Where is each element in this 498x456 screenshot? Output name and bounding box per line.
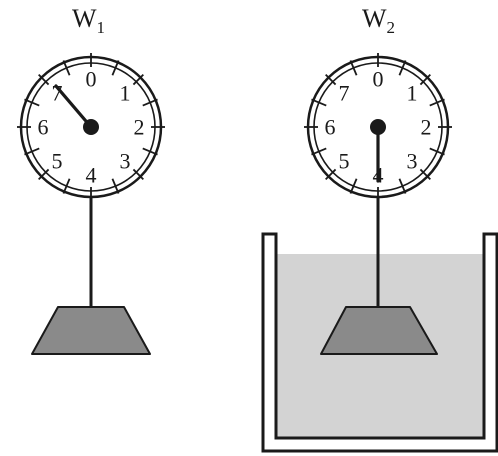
dial-number: 1 bbox=[119, 81, 130, 106]
dial-tick bbox=[111, 178, 120, 194]
needle-pivot bbox=[370, 119, 386, 135]
scale-label-w2: W2 bbox=[362, 4, 395, 37]
hanging-weight bbox=[31, 306, 151, 355]
dial-major-tick bbox=[419, 74, 431, 86]
dial-tick bbox=[398, 178, 407, 194]
dial-number: 0 bbox=[86, 67, 97, 92]
dial-number: 3 bbox=[406, 148, 417, 173]
dial-number: 3 bbox=[119, 148, 130, 173]
dial-number: 6 bbox=[325, 115, 336, 140]
dial-tick bbox=[349, 60, 358, 76]
dial-number: 0 bbox=[373, 67, 384, 92]
dial-number: 5 bbox=[52, 148, 63, 173]
dial-tick bbox=[62, 60, 71, 76]
dial-major-tick bbox=[38, 74, 50, 86]
dial-number: 4 bbox=[86, 163, 97, 188]
dial-tick bbox=[62, 178, 71, 194]
dial-number: 7 bbox=[52, 81, 63, 106]
dial-tick bbox=[429, 147, 445, 156]
dial-number: 5 bbox=[339, 148, 350, 173]
scale-label-w1: W1 bbox=[72, 4, 105, 37]
dial-major-tick bbox=[38, 168, 50, 180]
dial-tick bbox=[349, 178, 358, 194]
container-walls bbox=[261, 232, 498, 453]
dial-major-tick bbox=[132, 74, 144, 86]
dial-tick bbox=[142, 98, 158, 107]
dial-major-tick bbox=[325, 168, 337, 180]
dial-number: 7 bbox=[339, 81, 350, 106]
dial-tick bbox=[24, 147, 40, 156]
dial-number: 2 bbox=[421, 115, 432, 140]
dial-tick bbox=[111, 60, 120, 76]
dial-major-tick bbox=[325, 74, 337, 86]
dial-major-tick bbox=[419, 168, 431, 180]
needle-pivot bbox=[83, 119, 99, 135]
dial-tick bbox=[24, 98, 40, 107]
dial-tick bbox=[142, 147, 158, 156]
dial-tick bbox=[429, 98, 445, 107]
submerged-weight bbox=[320, 306, 438, 355]
dial-major-tick bbox=[132, 168, 144, 180]
dial-number: 1 bbox=[406, 81, 417, 106]
dial-needle bbox=[54, 84, 93, 129]
dial-tick bbox=[398, 60, 407, 76]
dial-number: 2 bbox=[134, 115, 145, 140]
dial-number: 6 bbox=[38, 115, 49, 140]
dial-tick bbox=[311, 98, 327, 107]
dial-tick bbox=[311, 147, 327, 156]
